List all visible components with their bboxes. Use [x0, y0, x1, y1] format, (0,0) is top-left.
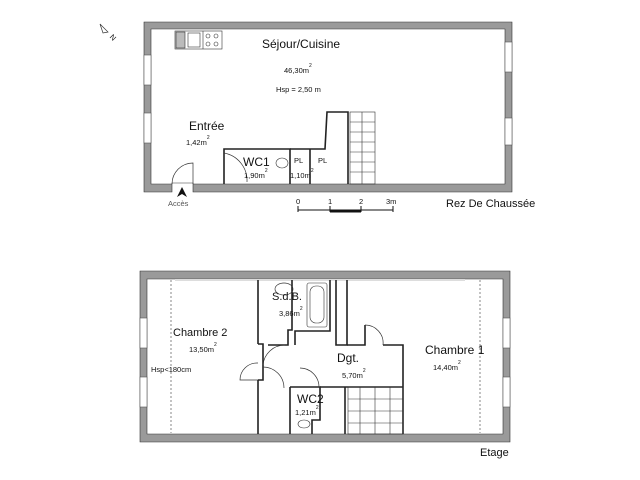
ground-floor-plan	[99, 21, 513, 213]
low-ceiling-line	[170, 280, 481, 433]
room-name: PL	[294, 156, 304, 165]
access-arrow-icon	[177, 187, 187, 197]
staircase	[349, 111, 376, 185]
room-name: PL	[318, 156, 328, 165]
scale-tick: 1	[328, 197, 333, 206]
scale-tick: 2	[359, 197, 364, 206]
interior-walls	[223, 111, 349, 184]
room-name: Chambre 1	[425, 343, 485, 357]
bathtub-icon	[306, 282, 328, 328]
window	[139, 317, 511, 408]
ceiling-height: Hsp = 2,50 m	[276, 85, 321, 94]
upper-floor-title: Etage	[480, 447, 509, 459]
north-arrow-icon	[99, 23, 109, 34]
room-name: S.d.B.	[272, 291, 302, 303]
access-label: Accès	[168, 199, 189, 208]
room-area: 1,90m2	[244, 168, 268, 180]
kitchen-sink-and-hob	[174, 30, 223, 50]
upper-floor-plan	[139, 270, 511, 443]
staircase	[347, 386, 404, 435]
scale-tick: 3m	[386, 197, 397, 206]
toilet-icon	[297, 419, 311, 429]
door	[171, 152, 248, 185]
room-name: WC1	[243, 155, 270, 169]
room-area: 46,30m2	[284, 63, 312, 75]
room-area: 1,10m2	[290, 168, 314, 180]
room-area: 14,40m2	[433, 360, 461, 372]
room-name: Séjour/Cuisine	[262, 37, 341, 51]
ground-floor-title: Rez De Chaussée	[446, 198, 536, 210]
room-area: 1,42m2	[186, 135, 210, 147]
room-name: Chambre 2	[173, 327, 228, 339]
room-name: Dgt.	[337, 351, 360, 365]
room-area: 13,50m2	[189, 342, 217, 354]
door	[239, 324, 384, 389]
washbasin-icon	[274, 282, 294, 296]
room-name: WC2	[297, 392, 324, 406]
scale-bar	[297, 206, 394, 213]
window	[143, 41, 513, 146]
room-name: Entrée	[189, 119, 225, 133]
toilet-icon	[275, 157, 289, 169]
scale-tick: 0	[296, 197, 301, 206]
room-area: 3,86m2	[279, 306, 303, 318]
ceiling-height-note: Hsp<180cm	[151, 365, 192, 374]
room-area: 5,70m2	[342, 368, 366, 380]
room-area: 1,21m2	[295, 405, 319, 417]
